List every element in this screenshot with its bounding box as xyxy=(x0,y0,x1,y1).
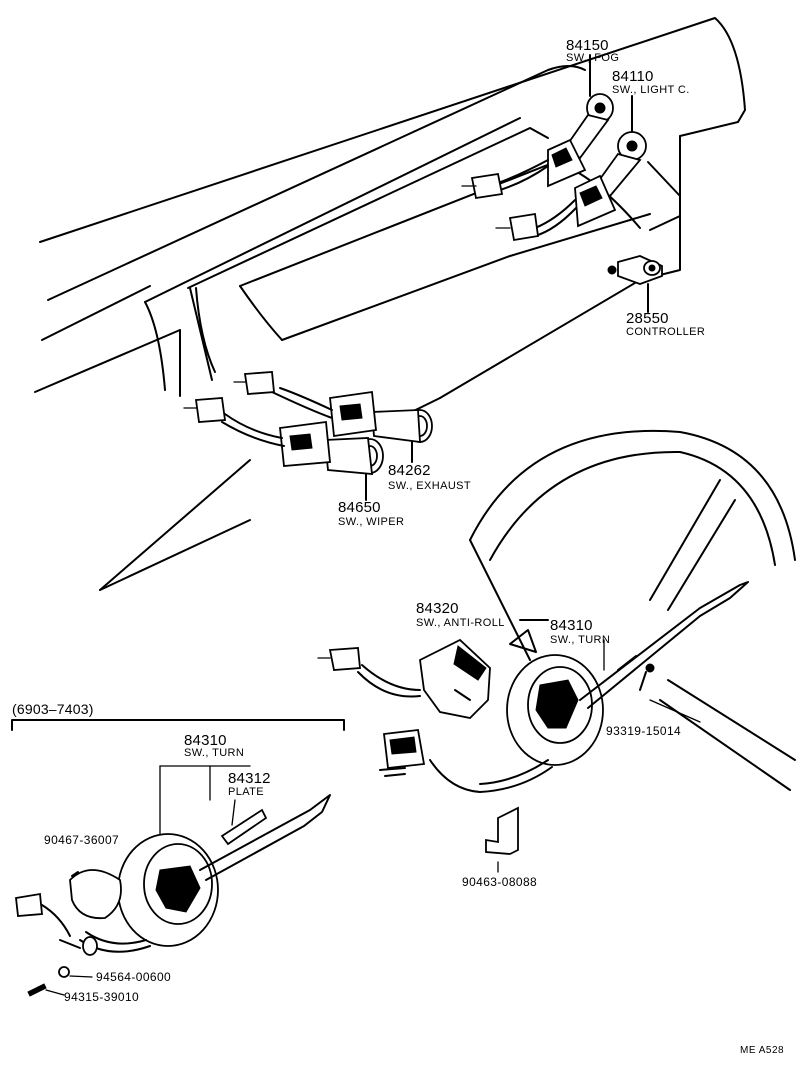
turn-switch-assembly xyxy=(379,581,749,793)
wiper-switch xyxy=(183,397,384,501)
exhaust-switch xyxy=(233,371,433,463)
label-84150-number: 84150 xyxy=(566,37,609,54)
label-84312-desc: PLATE xyxy=(228,786,265,798)
label-84110-desc: SW., LIGHT C. xyxy=(612,84,690,96)
label-93319-number: 93319-15014 xyxy=(606,724,682,738)
label-84262-number: 84262 xyxy=(388,462,431,479)
label-84310-inset-number: 84310 xyxy=(184,732,227,749)
label-84110-number: 84110 xyxy=(612,68,654,85)
figure-code: ME A528 xyxy=(740,1045,785,1056)
label-84650-desc: SW., WIPER xyxy=(338,516,405,528)
label-84150-desc: SW., FOG xyxy=(566,52,620,64)
label-28550-desc: CONTROLLER xyxy=(626,326,706,338)
anti-roll-switch xyxy=(317,619,549,719)
label-84650-number: 84650 xyxy=(338,499,381,516)
label-84262-desc: SW., EXHAUST xyxy=(388,480,472,492)
label-90463-number: 90463-08088 xyxy=(462,875,538,889)
label-28550-number: 28550 xyxy=(626,310,669,327)
label-94315-number: 94315-39010 xyxy=(64,990,140,1004)
dashboard-outline xyxy=(34,17,746,591)
bracket-90463 xyxy=(485,806,519,873)
leader-lines xyxy=(231,63,633,826)
label-84320-number: 84320 xyxy=(416,600,459,617)
inset-turn-switch xyxy=(15,765,331,997)
label-84310-inset-desc: SW., TURN xyxy=(184,747,245,759)
controller xyxy=(607,255,663,313)
steering-wheel xyxy=(469,430,796,791)
inset-bracket xyxy=(11,719,345,731)
inset-label: (6903–7403) xyxy=(12,701,94,717)
fog-switch xyxy=(461,54,614,200)
label-84320-desc: SW., ANTI-ROLL xyxy=(416,617,505,629)
label-84310-main-number: 84310 xyxy=(550,617,593,634)
bolt-93319 xyxy=(639,663,701,723)
label-84312-number: 84312 xyxy=(228,770,271,787)
label-94564-number: 94564-00600 xyxy=(96,970,172,984)
label-90467-number: 90467-36007 xyxy=(44,833,120,847)
label-84310-main-desc: SW., TURN xyxy=(550,634,611,646)
